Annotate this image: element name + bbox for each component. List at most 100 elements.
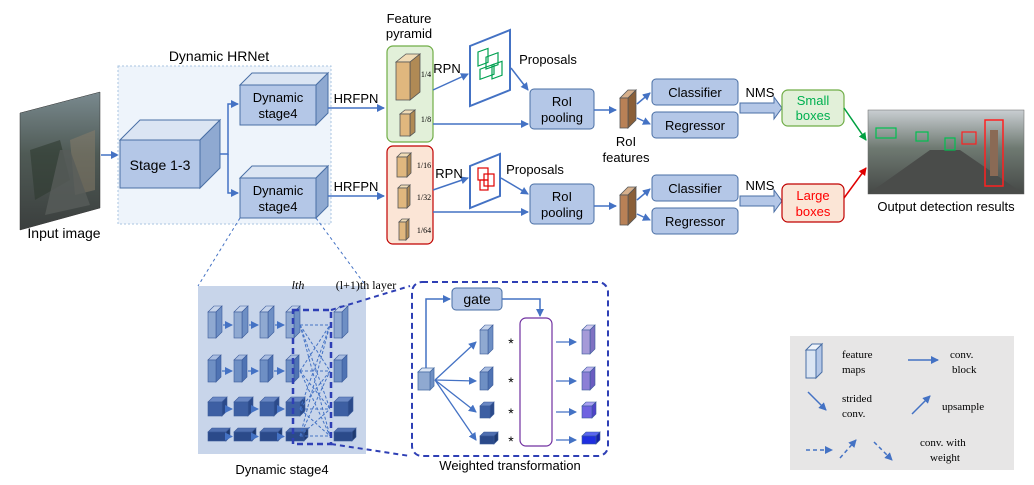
weighted-rows: *w1*w2*w3*w4	[434, 324, 601, 449]
roi-pooling-bottom-block	[529, 183, 595, 225]
output-results-label: Output detection results	[877, 199, 1015, 214]
stage13-block	[118, 118, 222, 190]
stage4-cross-line	[299, 324, 331, 372]
zoom-pointer-bottom	[330, 443, 411, 457]
stage4-cube	[259, 305, 275, 339]
legend-strided-conv-icon	[807, 391, 827, 411]
frac-label-bot-3: 1/64	[417, 226, 431, 235]
legend-strided-label-2: conv.	[842, 408, 866, 420]
feature-pyramid-title-1: Feature	[387, 11, 432, 26]
stage4-cube	[207, 396, 228, 417]
input-image-label: Input image	[27, 225, 100, 241]
multiply-symbol: *	[508, 374, 514, 390]
input-image	[19, 91, 101, 231]
legend-feature-maps-icon	[804, 342, 824, 380]
arrow-feat-top-to-cls	[636, 92, 651, 105]
weights-box	[519, 317, 553, 447]
weighted-output-fmap	[581, 324, 596, 355]
stage4-cube	[207, 427, 231, 442]
output-image	[867, 109, 1025, 195]
rpn-top-label: RPN	[433, 61, 460, 76]
legend-feature-maps-label-2: maps	[842, 364, 865, 376]
dynamic-stage4-top-block	[238, 71, 330, 127]
classifier-bottom-label: Classifier	[668, 181, 722, 196]
stage4-cube	[333, 427, 357, 442]
lth-label: lth	[292, 278, 305, 292]
weighted-output-fmap	[581, 366, 596, 391]
dynamic-stage4-bottom-block	[238, 164, 330, 220]
weighted-branch-arrow	[434, 379, 477, 413]
arrow-feat-bottom-to-reg	[636, 213, 651, 221]
stage4-cube	[207, 305, 223, 339]
stage4-cube	[285, 396, 306, 417]
proposals-bottom-label: Proposals	[506, 162, 564, 177]
small-boxes-label-2: boxes	[796, 108, 831, 123]
stage4-feature-grid	[207, 305, 357, 442]
stage4-cross-line	[299, 370, 331, 410]
multiply-symbol: *	[508, 405, 514, 421]
hrfpn-bottom-label: HRFPN	[334, 179, 379, 194]
legend-upsample-icon	[911, 395, 931, 415]
stage4-cross-line	[299, 370, 331, 410]
weighted-branch-fmap	[479, 366, 494, 391]
stage4-cube	[333, 305, 349, 339]
arrow-feat-bottom-to-cls	[636, 188, 651, 201]
arrow-rpn-bottom	[432, 176, 469, 191]
weighted-branch-arrow	[434, 341, 477, 381]
feature-pyramid-title-2: pyramid	[386, 26, 432, 41]
nms-top-label: NMS	[746, 85, 775, 100]
fmap-1-4	[394, 53, 422, 101]
weighted-branch-fmap	[479, 324, 494, 355]
stage4-cube	[285, 427, 309, 442]
nms-bottom-label: NMS	[746, 178, 775, 193]
zoom-pointer-top	[330, 285, 411, 311]
large-boxes-label-1: Large	[796, 188, 829, 203]
stage4-cube	[233, 427, 257, 442]
frac-label-bot-2: 1/32	[417, 193, 431, 202]
regressor-top-label: Regressor	[665, 118, 726, 133]
small-boxes-label-1: Small	[797, 93, 830, 108]
roi-features-label-1: RoI	[616, 134, 636, 149]
arrow-rpn-top	[432, 73, 469, 91]
stage4-cube	[333, 396, 354, 417]
weighted-branch-arrow	[434, 376, 477, 385]
large-boxes-block	[781, 183, 845, 223]
stage4-cube	[285, 354, 300, 383]
frac-label-top-2: 1/8	[421, 115, 431, 124]
weighted-branch-fmap	[479, 431, 499, 445]
stage4-cube	[333, 354, 348, 383]
roi-feature-bottom	[619, 186, 637, 226]
legend-upsample-label: upsample	[942, 401, 984, 413]
roi-pooling-top-label-2: pooling	[541, 110, 583, 125]
proposals-top-icon	[469, 28, 511, 108]
stage13-label: Stage 1-3	[130, 157, 191, 173]
multiply-symbol: *	[508, 335, 514, 351]
classifier-top-block	[651, 78, 739, 106]
weighted-branch-fmap	[479, 401, 495, 419]
roi-pooling-bottom-label-1: RoI	[552, 189, 572, 204]
classifier-top-label: Classifier	[668, 85, 722, 100]
rpn-bottom-label: RPN	[435, 166, 462, 181]
fmap-1-16	[396, 152, 412, 178]
stage4-cross-line	[299, 408, 331, 437]
classifier-bottom-block	[651, 174, 739, 202]
legend-weighted-label-1: conv. with	[920, 437, 966, 449]
frac-label-top-1: 1/4	[421, 70, 431, 79]
weighted-output-fmap	[581, 431, 601, 445]
regressor-bottom-label: Regressor	[665, 214, 726, 229]
dynamic-stage4-bottom-label-2: stage4	[258, 199, 297, 214]
dynamic-stage4-bottom-label-1: Dynamic	[253, 183, 304, 198]
dynamic-hrnet-label: Dynamic HRNet	[169, 48, 269, 64]
stage4-cross-line	[299, 324, 331, 437]
fmap-1-32	[397, 184, 411, 209]
nms-bottom-arrow	[739, 188, 783, 214]
dynamic-stage4-top-label-2: stage4	[258, 106, 297, 121]
roi-pooling-top-label-1: RoI	[552, 94, 572, 109]
regressor-top-block	[651, 111, 739, 139]
dynamic-stage4-top-label-1: Dynamic	[253, 90, 304, 105]
large-boxes-label-2: boxes	[796, 204, 831, 219]
roi-features-label-2: features	[603, 150, 650, 165]
arrow-large-to-output	[843, 167, 867, 199]
arrow-feat-top-to-reg	[636, 117, 651, 125]
